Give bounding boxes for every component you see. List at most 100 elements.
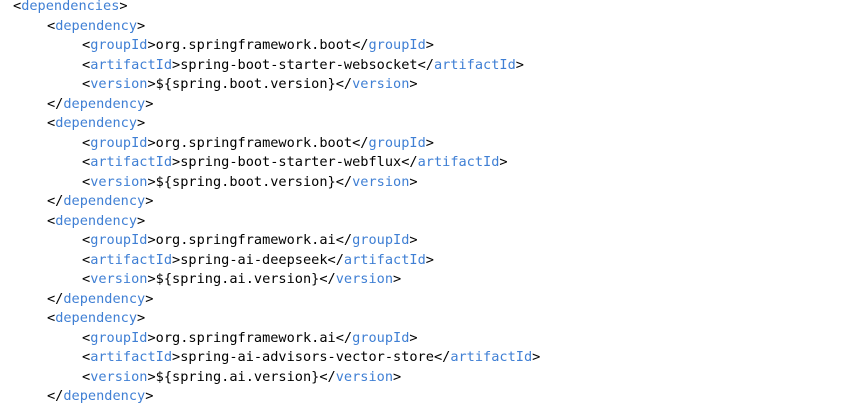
xml-bracket: <: [82, 271, 91, 287]
xml-bracket: >: [145, 193, 154, 209]
xml-element-value: org.springframework.ai: [155, 329, 336, 346]
xml-tag-name-close: dependency: [63, 193, 146, 209]
xml-bracket: <: [82, 56, 91, 73]
xml-tag-name-open: dependencies: [21, 0, 120, 14]
xml-tag-name-close: version: [335, 368, 394, 385]
xml-tag-name-open: groupId: [90, 134, 148, 151]
xml-bracket: </: [352, 134, 369, 151]
xml-element-value: spring-boot-starter-webflux: [180, 154, 402, 170]
xml-bracket: >: [145, 388, 154, 404]
xml-element-value: ${spring.boot.version}: [155, 76, 336, 92]
xml-tag-name-open: artifactId: [90, 349, 173, 365]
xml-tag-name-close: version: [352, 173, 410, 190]
xml-bracket: >: [425, 251, 434, 268]
xml-element-value: spring-ai-deepseek: [180, 251, 328, 268]
xml-bracket: >: [147, 368, 156, 385]
code-line: <version>${spring.ai.version}</version>: [0, 368, 865, 388]
code-line: <version>${spring.boot.version}</version…: [0, 75, 865, 95]
xml-bracket: </: [335, 173, 353, 190]
xml-bracket: </: [417, 56, 434, 73]
xml-tag-name-open: dependency: [55, 212, 138, 229]
xml-bracket: <: [47, 212, 56, 229]
xml-bracket: >: [172, 349, 181, 365]
xml-bracket: >: [409, 329, 418, 346]
xml-bracket: <: [82, 251, 91, 268]
xml-bracket: <: [47, 310, 56, 326]
xml-bracket: <: [47, 115, 56, 131]
xml-tag-name-open: groupId: [90, 232, 148, 248]
xml-bracket: <: [13, 0, 22, 14]
code-line: <artifactId>spring-boot-starter-webflux<…: [0, 153, 865, 173]
code-line: <dependency>: [0, 114, 865, 134]
xml-bracket: >: [145, 290, 154, 307]
xml-bracket: >: [532, 349, 541, 365]
xml-bracket: >: [425, 134, 434, 151]
xml-bracket: </: [335, 76, 353, 92]
code-line: <artifactId>spring-boot-starter-websocke…: [0, 56, 865, 76]
xml-bracket: </: [433, 349, 451, 365]
xml-tag-name-open: dependency: [55, 115, 138, 131]
xml-bracket: >: [425, 37, 434, 53]
xml-tag-name-close: artifactId: [417, 154, 500, 170]
xml-bracket: >: [499, 154, 508, 170]
xml-bracket: </: [352, 37, 369, 53]
xml-element-value: org.springframework.boot: [155, 134, 353, 151]
xml-tag-name-open: dependency: [55, 17, 138, 34]
xml-tag-name-open: artifactId: [90, 56, 173, 73]
xml-bracket: </: [335, 329, 353, 346]
xml-tag-name-open: version: [90, 76, 148, 92]
xml-bracket: <: [82, 368, 91, 385]
xml-bracket: <: [82, 349, 91, 365]
xml-bracket: >: [147, 271, 156, 287]
xml-bracket: </: [401, 154, 418, 170]
xml-bracket: >: [147, 329, 156, 346]
xml-element-value: spring-boot-starter-websocket: [180, 56, 418, 73]
xml-bracket: <: [82, 173, 91, 190]
code-line: <dependency>: [0, 309, 865, 329]
xml-bracket: >: [172, 56, 181, 73]
xml-tag-name-open: version: [90, 271, 148, 287]
xml-bracket: <: [82, 329, 91, 346]
xml-bracket: >: [515, 56, 524, 73]
xml-tag-name-open: dependency: [55, 310, 138, 326]
xml-tag-name-open: version: [90, 368, 148, 385]
xml-tag-name-open: artifactId: [90, 154, 173, 170]
xml-bracket: >: [147, 173, 156, 190]
xml-element-value: org.springframework.boot: [155, 37, 353, 53]
code-line: <groupId>org.springframework.boot</group…: [0, 36, 865, 56]
xml-tag-name-open: artifactId: [90, 251, 173, 268]
xml-tag-name-close: artifactId: [433, 56, 516, 73]
code-line: <artifactId>spring-ai-advisors-vector-st…: [0, 348, 865, 368]
code-line: </dependency>: [0, 387, 865, 407]
xml-bracket: </: [47, 95, 64, 112]
xml-tag-name-close: version: [335, 271, 394, 287]
xml-bracket: </: [47, 290, 64, 307]
xml-bracket: >: [147, 76, 156, 92]
xml-bracket: >: [172, 251, 181, 268]
xml-bracket: >: [147, 134, 156, 151]
xml-bracket: <: [47, 17, 56, 34]
xml-bracket: >: [409, 76, 418, 92]
xml-tag-name-close: groupId: [368, 134, 426, 151]
xml-tag-name-open: groupId: [90, 329, 148, 346]
xml-bracket: >: [137, 115, 146, 131]
xml-bracket: >: [137, 310, 146, 326]
code-line: <dependencies>: [0, 0, 865, 17]
code-line: <version>${spring.boot.version}</version…: [0, 173, 865, 193]
xml-bracket: <: [82, 232, 91, 248]
xml-tag-name-close: dependency: [63, 95, 146, 112]
code-line: <version>${spring.ai.version}</version>: [0, 270, 865, 290]
xml-bracket: </: [47, 388, 64, 404]
xml-bracket: <: [82, 76, 91, 92]
xml-element-value: ${spring.boot.version}: [155, 173, 336, 190]
xml-tag-name-close: groupId: [368, 37, 426, 53]
xml-tag-name-close: dependency: [63, 388, 146, 404]
xml-tag-name-close: groupId: [352, 329, 410, 346]
xml-bracket: >: [409, 232, 418, 248]
xml-tag-name-open: version: [90, 173, 148, 190]
xml-bracket: >: [145, 95, 154, 112]
xml-bracket: <: [82, 154, 91, 170]
xml-tag-name-close: artifactId: [343, 251, 426, 268]
xml-bracket: </: [319, 271, 336, 287]
